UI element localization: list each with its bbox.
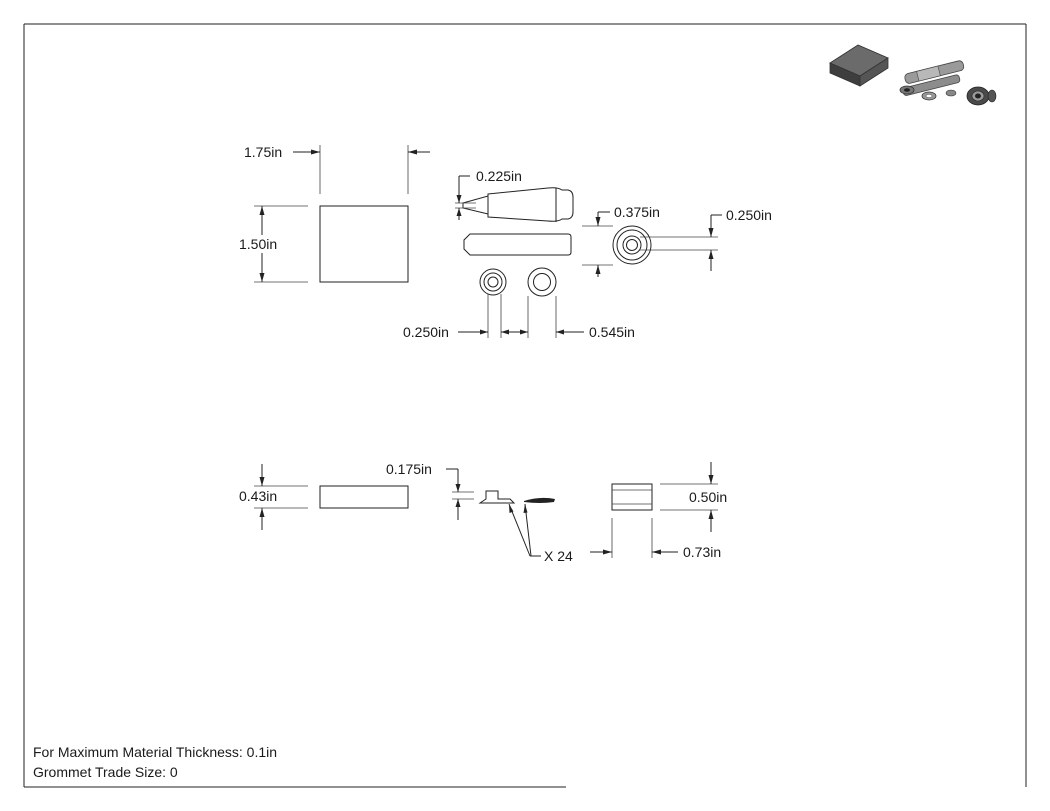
- washer-side: [524, 497, 555, 503]
- dim-block-width: 1.75in: [244, 144, 430, 194]
- dim-label-grommet-inner: 0.375in: [614, 204, 660, 220]
- punch-tool: [462, 187, 574, 222]
- washer-large: [527, 267, 557, 297]
- dim-label-washer-outer: 0.545in: [589, 324, 635, 340]
- ring-side: [611, 483, 653, 511]
- dim-block-height: 1.50in: [239, 205, 308, 283]
- dim-grommet-hole: 0.250in: [640, 207, 772, 271]
- dim-label-grommet-hole: 0.250in: [726, 207, 772, 223]
- dim-label-washer-inner: 0.250in: [403, 324, 449, 340]
- grommet-front: [612, 225, 652, 265]
- dim-ring-height: 0.50in: [660, 462, 727, 532]
- setter-rod: [463, 233, 572, 256]
- dim-washer-thickness: 0.175in: [386, 461, 474, 520]
- dim-washer-inner: 0.250in: [403, 294, 528, 340]
- block-side-view: [319, 485, 409, 509]
- quantity-label: X 24: [544, 548, 573, 564]
- dim-grommet-inner: 0.375in: [582, 204, 660, 277]
- note-trade-size: Grommet Trade Size: 0: [33, 764, 178, 780]
- washer-small: [479, 268, 507, 296]
- block-top-view: [319, 205, 409, 283]
- dim-punch-tip: 0.225in: [455, 168, 522, 220]
- dim-label-block-width: 1.75in: [244, 144, 282, 160]
- dim-label-block-thickness: 0.43in: [239, 488, 277, 504]
- dim-label-block-height: 1.50in: [239, 236, 277, 252]
- dim-label-ring-width: 0.73in: [683, 544, 721, 560]
- quantity-leader: X 24: [508, 503, 573, 564]
- note-max-thickness: For Maximum Material Thickness: 0.1in: [33, 744, 278, 760]
- dim-ring-width: 0.73in: [590, 518, 721, 560]
- dim-block-thickness: 0.43in: [239, 464, 308, 530]
- drawing-frame: [23, 23, 1027, 788]
- isometric-preview: [829, 44, 997, 106]
- dim-label-washer-thickness: 0.175in: [386, 461, 432, 477]
- grommet-side: [478, 490, 516, 504]
- dim-label-ring-height: 0.50in: [689, 489, 727, 505]
- dim-label-punch-tip: 0.225in: [476, 168, 522, 184]
- dim-washer-outer: 0.545in: [520, 296, 635, 340]
